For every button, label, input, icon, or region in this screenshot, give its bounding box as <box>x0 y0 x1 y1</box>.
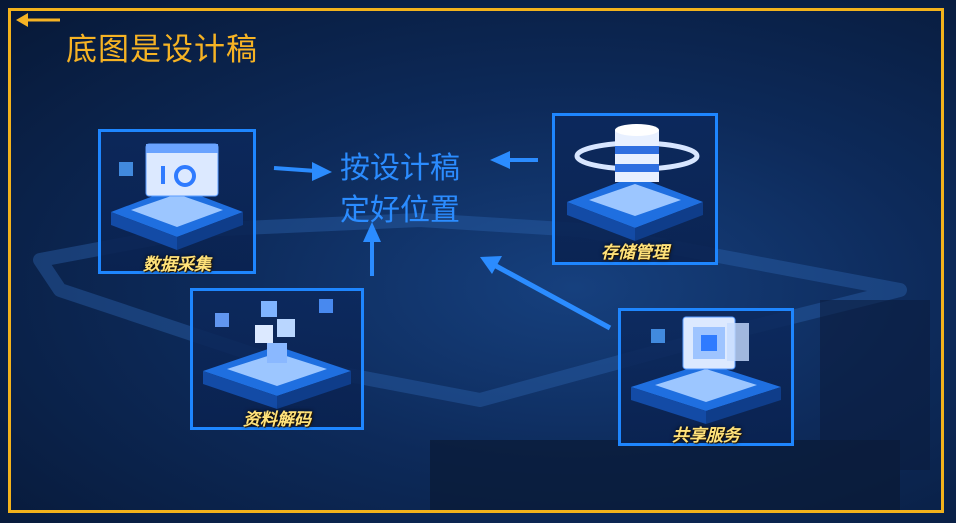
center-placeholder-text: 按设计稿 定好位置 <box>340 148 490 232</box>
share-service-icon <box>631 316 781 424</box>
arrow-right-icon <box>273 162 332 181</box>
card-data-collect[interactable]: 数据采集 <box>98 129 256 275</box>
arrow-up-icon <box>363 222 381 276</box>
card-label-data-collect: 数据采集 <box>143 255 211 275</box>
arrow-left-icon <box>490 151 538 169</box>
center-text-line2: 定好位置 <box>340 193 460 228</box>
card-storage[interactable]: 存储管理 <box>552 113 718 265</box>
highlight-frame <box>8 8 944 513</box>
card-decode[interactable]: 资料解码 <box>190 288 364 430</box>
cubes-icon <box>203 299 351 409</box>
card-label-share: 共享服务 <box>672 426 740 446</box>
card-label-storage: 存储管理 <box>601 243 669 263</box>
arrow-diagonal-icon <box>480 256 612 331</box>
card-label-decode: 资料解码 <box>243 410 311 430</box>
page-title: 底图是设计稿 <box>66 32 258 68</box>
database-icon <box>567 124 703 241</box>
data-collect-icon <box>111 143 243 250</box>
center-text-line1: 按设计稿 <box>340 151 460 186</box>
card-share[interactable]: 共享服务 <box>618 308 794 446</box>
back-arrow-icon[interactable] <box>14 10 62 30</box>
